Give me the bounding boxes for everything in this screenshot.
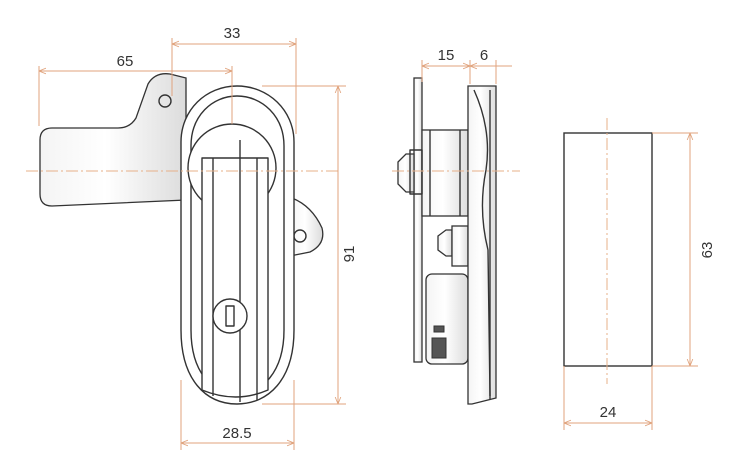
side-mounting-plate <box>413 77 423 363</box>
front-view <box>39 73 324 405</box>
dim-63-label: 63 <box>699 242 716 259</box>
key-cylinder <box>212 298 248 334</box>
side-view <box>397 77 497 405</box>
side-cam-small-slot <box>433 325 445 333</box>
dim-15-label: 15 <box>438 47 455 64</box>
keyhole <box>225 305 235 327</box>
dim-6-label: 6 <box>480 47 488 64</box>
dim-91-label: 91 <box>341 246 358 263</box>
side-cylinder-housing <box>421 129 469 217</box>
right-mounting-ear <box>289 197 324 257</box>
top-mounting-hole <box>158 94 172 108</box>
rear-cutout <box>563 132 653 367</box>
handle-lever <box>39 73 187 207</box>
side-handle-curve <box>473 89 491 397</box>
side-handle-profile <box>467 85 497 405</box>
grip-bar <box>201 157 269 398</box>
side-spindle <box>409 149 423 195</box>
side-second-collar <box>451 225 469 267</box>
side-second-knob <box>437 229 453 257</box>
dim-28-5-label: 28.5 <box>222 425 251 442</box>
dim-33-label: 33 <box>224 25 241 42</box>
dim-65-label: 65 <box>117 53 134 70</box>
side-latch-nut <box>397 153 415 193</box>
side-cam-slot <box>431 337 447 359</box>
rear-view <box>563 132 653 367</box>
dim-24-label: 24 <box>600 404 617 421</box>
